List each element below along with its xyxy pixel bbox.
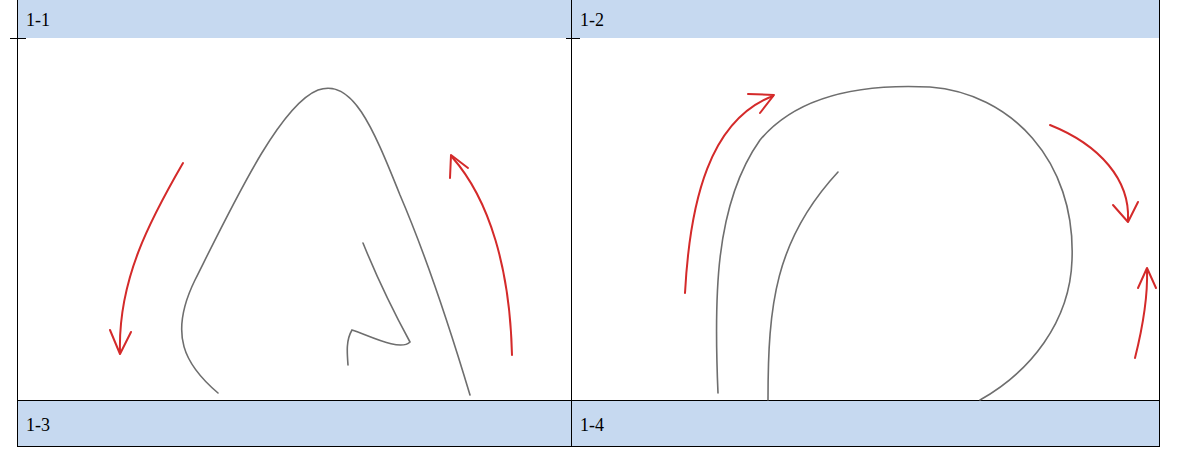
- red-arrow: [110, 155, 512, 355]
- cell-number: 1-3: [26, 416, 50, 434]
- cell-number: 1-1: [26, 11, 50, 29]
- cell-number: 1-4: [580, 416, 604, 434]
- grey-curve: [716, 86, 1072, 400]
- header-bar: [17, 0, 1160, 38]
- cell-number: 1-2: [580, 11, 604, 29]
- grey-curve: [182, 88, 470, 395]
- red-arrow: [685, 94, 1156, 358]
- header-bar: [17, 400, 1160, 446]
- grid-lines: [10, 0, 1160, 447]
